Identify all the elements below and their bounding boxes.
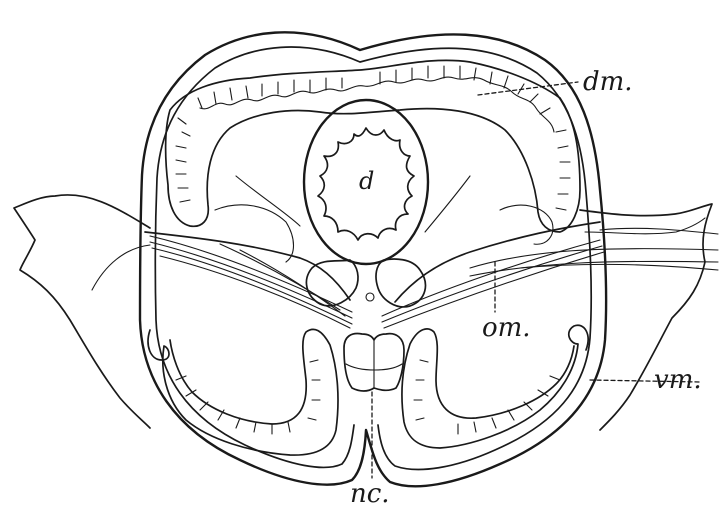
oblique-muscle-fibers bbox=[150, 176, 718, 328]
dorsal-band-wavy-edge bbox=[200, 77, 554, 132]
label-nc: nc. bbox=[350, 479, 390, 508]
right-ventral-muscle bbox=[402, 325, 588, 448]
ventral-fiber-hatching bbox=[176, 360, 560, 434]
left-ventral-muscle bbox=[148, 329, 338, 455]
right-lobe-under-gut bbox=[376, 259, 425, 307]
label-dm: dm. bbox=[583, 67, 633, 97]
left-lateral-flange bbox=[14, 195, 150, 428]
label-vm: vm. bbox=[654, 365, 702, 395]
right-dorsal-flap bbox=[500, 205, 553, 244]
label-om: om. bbox=[482, 313, 531, 343]
label-d: d bbox=[359, 167, 374, 195]
small-canal bbox=[366, 293, 374, 301]
inner-body-wall bbox=[155, 47, 591, 469]
right-lateral-flange bbox=[580, 204, 712, 430]
